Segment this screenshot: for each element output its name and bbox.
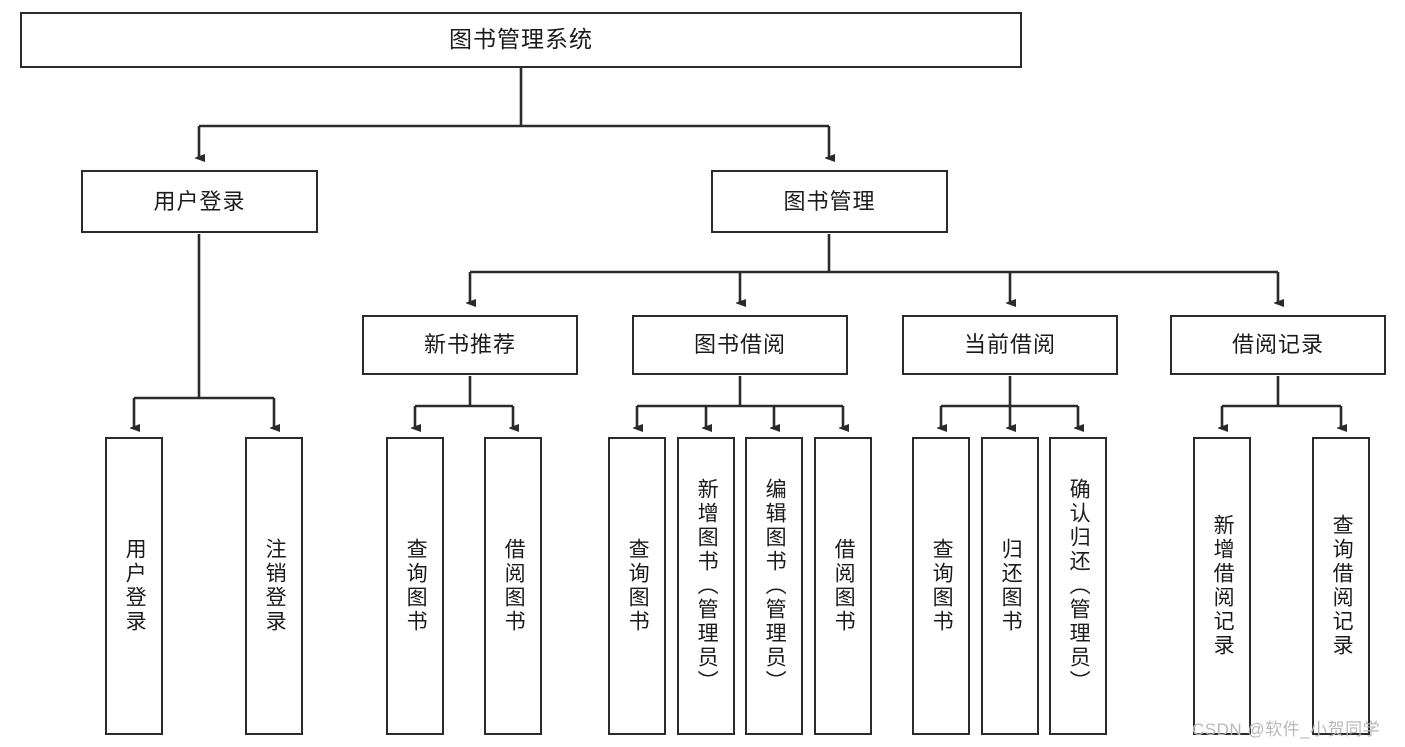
- node-leaf-logout-login-label: 注销登录: [263, 538, 287, 634]
- node-current-borrow-label: 当前借阅: [963, 332, 1056, 358]
- node-leaf-add-book-label: 新增图书（管理员）: [695, 478, 719, 694]
- node-book-manage[interactable]: 图书管理: [711, 170, 948, 233]
- node-leaf-query-book-3[interactable]: 查询图书: [912, 437, 970, 735]
- node-leaf-add-book[interactable]: 新增图书（管理员）: [677, 437, 735, 735]
- node-leaf-query-book-3-label: 查询图书: [930, 538, 954, 634]
- node-leaf-add-record[interactable]: 新增借阅记录: [1193, 437, 1251, 735]
- node-leaf-edit-book[interactable]: 编辑图书（管理员）: [745, 437, 803, 735]
- node-book-borrow[interactable]: 图书借阅: [632, 315, 848, 375]
- node-leaf-confirm-return[interactable]: 确认归还（管理员）: [1049, 437, 1107, 735]
- node-book-borrow-label: 图书借阅: [693, 332, 786, 358]
- node-new-book-recommend-label: 新书推荐: [423, 332, 516, 358]
- node-root-label: 图书管理系统: [449, 26, 593, 53]
- node-borrow-record[interactable]: 借阅记录: [1170, 315, 1386, 375]
- node-leaf-borrow-book-2-label: 借阅图书: [832, 538, 856, 634]
- node-leaf-confirm-return-label: 确认归还（管理员）: [1067, 478, 1091, 694]
- node-leaf-query-book-1-label: 查询图书: [404, 538, 428, 634]
- node-leaf-query-book-1[interactable]: 查询图书: [386, 437, 444, 735]
- node-leaf-query-book-2-label: 查询图书: [626, 538, 650, 634]
- node-leaf-return-book-label: 归还图书: [999, 538, 1023, 634]
- node-leaf-borrow-book-2[interactable]: 借阅图书: [814, 437, 872, 735]
- node-leaf-logout-login[interactable]: 注销登录: [245, 437, 303, 735]
- node-leaf-query-record-label: 查询借阅记录: [1330, 514, 1354, 658]
- node-leaf-edit-book-label: 编辑图书（管理员）: [763, 478, 787, 694]
- node-leaf-add-record-label: 新增借阅记录: [1211, 514, 1235, 658]
- node-leaf-user-login-label: 用户登录: [123, 538, 147, 634]
- node-book-manage-label: 图书管理: [783, 188, 876, 214]
- node-leaf-borrow-book-1-label: 借阅图书: [502, 538, 526, 634]
- node-user-login[interactable]: 用户登录: [81, 170, 318, 233]
- node-current-borrow[interactable]: 当前借阅: [902, 315, 1118, 375]
- node-leaf-return-book[interactable]: 归还图书: [981, 437, 1039, 735]
- csdn-watermark: CSDN @软件_小贺同学: [1192, 720, 1381, 739]
- node-root[interactable]: 图书管理系统: [20, 12, 1022, 68]
- node-borrow-record-label: 借阅记录: [1231, 332, 1324, 358]
- node-new-book-recommend[interactable]: 新书推荐: [362, 315, 578, 375]
- node-leaf-query-book-2[interactable]: 查询图书: [608, 437, 666, 735]
- node-leaf-user-login[interactable]: 用户登录: [105, 437, 163, 735]
- node-leaf-borrow-book-1[interactable]: 借阅图书: [484, 437, 542, 735]
- node-leaf-query-record[interactable]: 查询借阅记录: [1312, 437, 1370, 735]
- node-user-login-label: 用户登录: [153, 188, 246, 214]
